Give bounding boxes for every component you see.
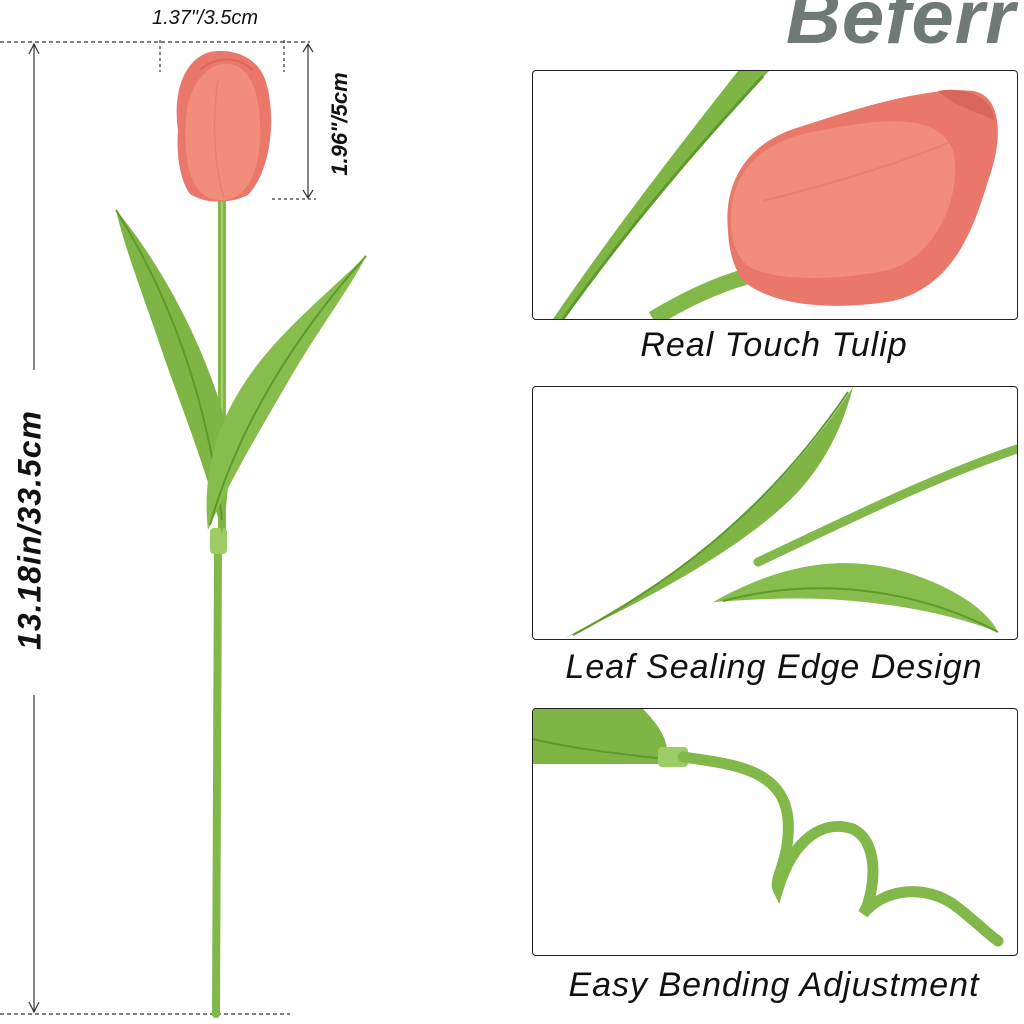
- feature-panel-leaf-edge: [532, 386, 1018, 640]
- feature-panel-real-touch: [532, 70, 1018, 320]
- feature-panel-bending: [532, 708, 1018, 956]
- bud-height-label: 1.96"/5cm: [327, 72, 352, 176]
- dimension-lines: [0, 40, 316, 1015]
- right-leaf: [206, 256, 366, 530]
- feature-caption-3: Easy Bending Adjustment: [568, 966, 980, 1004]
- tulip-bud: [176, 51, 272, 202]
- left-leaf: [116, 210, 229, 535]
- tulip-closeup-image: [553, 71, 998, 319]
- brand-logo: Beferr: [786, 0, 1016, 60]
- stem-joint: [210, 528, 227, 554]
- bending-stem-image: [533, 709, 1004, 947]
- total-height-label: 13.18in/33.5cm: [11, 410, 48, 650]
- feature-caption-1: Real Touch Tulip: [640, 326, 908, 364]
- bud-width-label: 1.37"/3.5cm: [152, 7, 259, 29]
- leaf-closeup-image: [563, 387, 1017, 639]
- feature-caption-2: Leaf Sealing Edge Design: [565, 648, 983, 686]
